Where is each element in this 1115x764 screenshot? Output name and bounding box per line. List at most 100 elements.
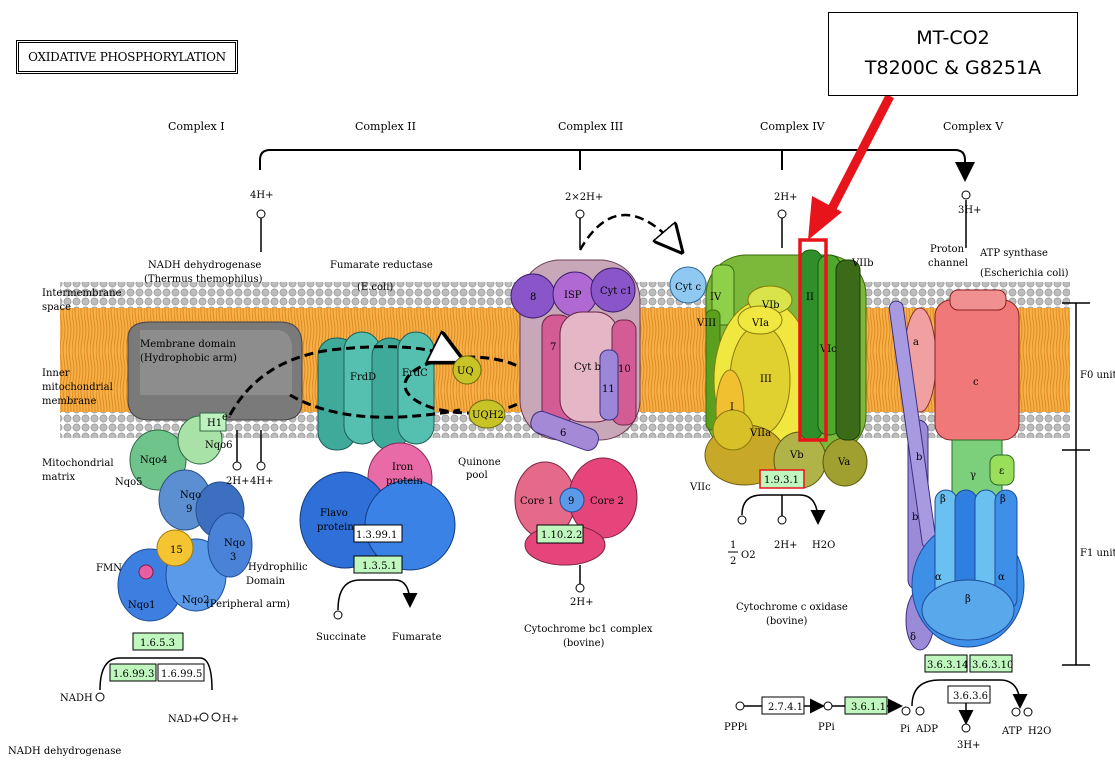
frdd: FrdD — [350, 372, 376, 383]
domain-label: Domain — [246, 576, 286, 587]
ec-3-6-3-14[interactable]: 3.6.3.14 — [927, 660, 968, 671]
c5-alpha1: α — [935, 572, 942, 583]
ec-1-6-99-3[interactable]: 1.6.99.3 — [113, 669, 154, 680]
c5-delta: δ — [910, 632, 916, 643]
c3-lower-proton: 2H+ — [570, 597, 593, 608]
c4-proton: 2H+ — [774, 192, 797, 203]
c4-viic: VIIc — [689, 482, 711, 493]
c4-vib: VIb — [761, 300, 780, 311]
channel-label: channel — [928, 258, 968, 269]
pppi: PPPi — [724, 722, 747, 733]
iron: Iron — [392, 462, 414, 473]
ec-3-6-1-1[interactable]: 3.6.1.1 — [851, 702, 886, 713]
half-num: 1 — [730, 540, 736, 551]
c4-via: VIa — [751, 318, 769, 329]
footer-label: NADH dehydrogenase — [8, 746, 121, 757]
c1-lower-proton-b: 4H+ — [250, 476, 273, 487]
nqo9a: Nqo — [180, 490, 201, 501]
c4-lower-proton: 2H+ — [774, 540, 797, 551]
cytc: Cyt c — [675, 282, 701, 293]
c4-vic: VIc — [819, 344, 837, 355]
callout-variants: T8200C & G8251A — [829, 53, 1077, 83]
space-label: space — [42, 302, 71, 313]
c5-h2o: H2O — [1028, 726, 1051, 737]
c3-10: 10 — [618, 364, 631, 375]
c4-vb: Vb — [789, 450, 804, 461]
f0-unit: F0 unit — [1080, 370, 1115, 381]
c2-name: Fumarate reductase — [330, 260, 433, 271]
flavo: Flavo — [320, 508, 348, 519]
membrane-domain-label: Membrane domain — [140, 339, 236, 350]
proton-labels-top: 4H+ 2×2H+ 2H+ 3H+ — [250, 190, 981, 252]
succinate: Succinate — [316, 632, 366, 643]
ec-1-3-5-1[interactable]: 1.3.5.1 — [362, 561, 397, 572]
complex-i: NADH dehydrogenase (Thermus themophilus)… — [8, 260, 308, 757]
c5-alpha2: α — [998, 572, 1005, 583]
nqo1: Nqo1 — [128, 600, 156, 611]
ec-1-6-5-3[interactable]: 1.6.5.3 — [140, 638, 175, 649]
matrix-label-2: matrix — [42, 472, 75, 483]
highlight-arrow — [808, 96, 890, 240]
ec-3-6-3-6[interactable]: 3.6.3.6 — [953, 691, 988, 702]
complex-i-header: Complex I — [168, 120, 225, 133]
c3-name: Cytochrome bc1 complex — [524, 624, 653, 635]
nqo9b: 9 — [186, 504, 192, 515]
c4-ii: II — [806, 292, 814, 303]
c5-b1: b — [916, 452, 922, 463]
isp: ISP — [564, 290, 582, 301]
complex-iii-header: Complex III — [558, 120, 623, 133]
c3-7: 7 — [550, 342, 556, 353]
c1-name: NADH dehydrogenase — [148, 260, 261, 271]
ec-3-6-3-10[interactable]: 3.6.3.10 — [972, 660, 1013, 671]
hydrophobic-arm-label: (Hydrophobic arm) — [140, 353, 237, 364]
c5-epsilon: ε — [999, 466, 1004, 477]
complex-v-header: Complex V — [943, 120, 1004, 133]
c1-proton: 4H+ — [250, 190, 273, 201]
callout-gene: MT-CO2 — [829, 23, 1077, 53]
c4-name: Cytochrome c oxidase — [736, 602, 848, 613]
c5-organism: (Escherichia coli) — [980, 268, 1069, 279]
c3-9: 9 — [568, 496, 574, 507]
c4-h2o: H2O — [812, 540, 835, 551]
h1: H1 — [207, 418, 222, 429]
mito-label: mitochondrial — [42, 382, 113, 393]
nqo3b: 3 — [230, 552, 236, 563]
c4-iv: IV — [710, 292, 722, 303]
h-label: H+ — [222, 714, 239, 725]
pool-label: pool — [466, 470, 488, 481]
pathway-title: OXIDATIVE PHOSPHORYLATION — [16, 40, 238, 74]
peripheral-arm-label: (Peripheral arm) — [206, 599, 290, 610]
flavo-protein: protein — [317, 522, 354, 533]
iron-protein: protein — [386, 476, 423, 487]
membrane-word: membrane — [42, 396, 96, 407]
ec-2-7-4-1[interactable]: 2.7.4.1 — [768, 702, 803, 713]
complex-ii-header: Complex II — [355, 120, 416, 133]
c5-proton: 3H+ — [958, 205, 981, 216]
c4-va: Va — [837, 457, 850, 468]
c5-gamma: γ — [970, 470, 976, 481]
c5-b2: b — [912, 512, 918, 523]
fumarate: Fumarate — [392, 632, 442, 643]
c5-a: a — [913, 337, 919, 348]
hydrophilic-label: Hydrophilic — [248, 562, 308, 573]
nad-label: NAD+ — [168, 714, 200, 725]
c4-iii: III — [760, 374, 772, 385]
c3-organism: (bovine) — [563, 638, 605, 649]
ec-1-3-99-1[interactable]: 1.3.99.1 — [356, 530, 397, 541]
c5-lower-proton: 3H+ — [957, 740, 980, 751]
nqo4: Nqo4 — [140, 455, 168, 466]
uqh2: UQH2 — [472, 410, 504, 421]
cytc1: Cyt c1 — [600, 286, 632, 297]
nqo3a: Nqo — [224, 538, 245, 549]
ec-1-9-3-1[interactable]: 1.9.3.1 — [764, 475, 799, 486]
inner-label: Inner — [42, 368, 70, 379]
ec-1-10-2-2[interactable]: 1.10.2.2 — [541, 530, 582, 541]
matrix-label-1: Mitochondrial — [42, 458, 114, 469]
ppi: PPi — [818, 722, 835, 733]
c5-adp: ADP — [915, 724, 938, 735]
c4-viia: VIIa — [749, 428, 771, 439]
ec-1-6-99-5[interactable]: 1.6.99.5 — [161, 669, 202, 680]
c3-8: 8 — [530, 292, 536, 303]
nqo15: 15 — [170, 545, 183, 556]
